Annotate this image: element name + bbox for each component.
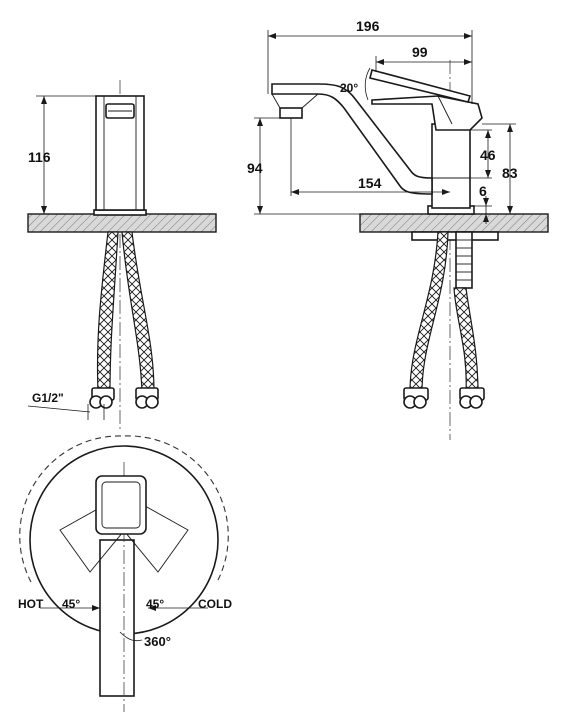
side-view-countertop <box>27 213 217 233</box>
label-hot: HOT <box>18 597 44 611</box>
side-view-fitting-right <box>135 387 159 409</box>
angle-hot: 45° <box>62 597 80 611</box>
front-view-countertop <box>359 213 549 233</box>
dim-side-height: 116 <box>28 149 51 165</box>
angle-swivel: 360° <box>144 634 171 649</box>
front-view-lever-raised <box>369 69 472 103</box>
front-view-mount-plate <box>411 231 499 241</box>
side-view: 116 G1/2" <box>27 80 217 430</box>
dim-total-height: 83 <box>502 165 518 181</box>
front-view-fitting-right <box>459 387 485 409</box>
dim-body-height: 46 <box>480 147 496 163</box>
side-view-fitting-left <box>89 387 115 409</box>
top-view: HOT 45° 45° COLD 360° <box>18 435 232 712</box>
dim-thread: G1/2" <box>32 391 64 405</box>
label-cold: COLD <box>198 597 232 611</box>
side-view-hose-left <box>96 231 119 393</box>
dim-spout-reach: 154 <box>358 175 382 191</box>
front-view-fitting-left <box>403 387 429 409</box>
top-view-spout <box>99 539 135 697</box>
dim-spout-height: 94 <box>247 160 263 176</box>
front-view-aerator <box>279 107 303 119</box>
dim-lever-tilt: 20° <box>340 81 358 95</box>
dim-overall-length: 196 <box>356 18 380 34</box>
top-view-rotation-arc <box>19 435 229 583</box>
front-view-spout <box>271 83 433 195</box>
dim-lever-projection: 99 <box>412 44 428 60</box>
angle-cold: 45° <box>146 597 164 611</box>
front-view-body <box>431 123 471 209</box>
front-view-hose-right <box>453 287 479 393</box>
side-view-hose-right <box>121 231 155 393</box>
dim-base-offset: 6 <box>479 183 487 199</box>
top-view-lever-center <box>95 475 147 535</box>
front-view: 196 99 20° 94 154 46 83 <box>247 18 549 440</box>
front-view-hose-left <box>409 231 449 393</box>
